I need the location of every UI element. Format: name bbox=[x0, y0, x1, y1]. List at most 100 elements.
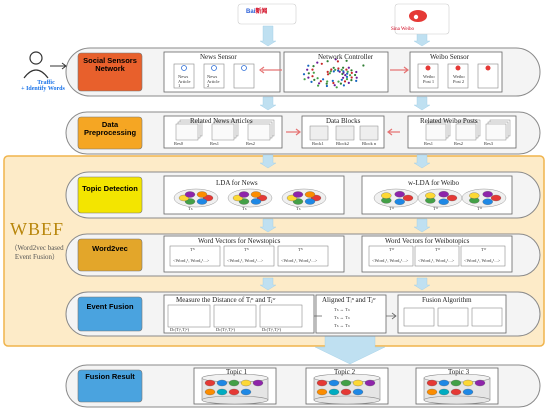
network-node-15 bbox=[326, 60, 329, 63]
network-controller-title: Network Controller bbox=[318, 53, 374, 61]
baidu-logo: Bai新闻 bbox=[246, 9, 267, 15]
weibo-eye-pupil bbox=[413, 14, 419, 20]
network-node-43 bbox=[318, 82, 321, 85]
weibo-item-1: Weibo Post 1 bbox=[423, 74, 435, 84]
network-node-18 bbox=[338, 70, 341, 73]
arrow-aligned-to-fusion bbox=[386, 312, 397, 320]
stage-label-data-preprocessing: Data Preprocessing bbox=[83, 120, 137, 137]
stage-tab-5 bbox=[77, 369, 143, 403]
news-vector-box-2 bbox=[277, 245, 329, 267]
network-node-45 bbox=[350, 79, 353, 82]
aligned-title: Aligned Tᵢⁿ and Tⱼʷ bbox=[322, 296, 376, 304]
vec-news-text-3: <Word₁¹, Word₂¹...> bbox=[281, 258, 318, 263]
weibo-item-2: Weibo Post 2 bbox=[453, 74, 465, 84]
network-node-53 bbox=[347, 81, 350, 84]
network-node-63 bbox=[355, 70, 358, 74]
dist-label-3: Dₜ(Tᵢⁿ,Tⱼʷ) bbox=[262, 327, 282, 332]
vec-weibo-text-2: <Word₁¹, Word₂¹...> bbox=[418, 258, 455, 263]
network-node-24 bbox=[345, 78, 349, 81]
news-topic-cluster-1-base bbox=[173, 188, 219, 208]
network-node-23 bbox=[334, 58, 337, 61]
network-node-9 bbox=[316, 77, 319, 80]
network-node-6 bbox=[331, 79, 334, 82]
network-node-35 bbox=[325, 82, 328, 85]
news-topic-cluster-3-node-4 bbox=[292, 191, 304, 198]
network-node-52 bbox=[337, 67, 340, 70]
network-node-54 bbox=[328, 72, 331, 75]
measure-distance-title: Measure the Distance of Tᵢⁿ and Tⱼʷ bbox=[176, 296, 276, 304]
weibo-topic-label-3: Tᵂ bbox=[477, 206, 483, 211]
weibo-doc-stack-0-0 bbox=[425, 123, 447, 141]
network-node-7 bbox=[320, 62, 323, 65]
flow-arrow-4 bbox=[259, 218, 277, 233]
baidu-text: Bai bbox=[246, 9, 256, 15]
network-node-42 bbox=[350, 71, 353, 74]
baidu-suffix: 新闻 bbox=[255, 9, 268, 15]
topic-3-cylinder-node-6 bbox=[438, 388, 450, 396]
wbef-subtitle: （Word2vec based Event Fusion） bbox=[10, 244, 64, 261]
stage-label-topic-detection: Topic Detection bbox=[82, 184, 138, 193]
weibo-topic-cluster-1-node-0 bbox=[402, 194, 414, 202]
weibo-vector-box-0 bbox=[368, 245, 414, 267]
network-node-69 bbox=[335, 86, 338, 89]
vec-news-head-3: Tᴺ bbox=[298, 247, 303, 252]
stage-tab-4 bbox=[77, 296, 143, 332]
vec-weibo-text-1: <Word₁¹, Word₂¹...> bbox=[372, 258, 409, 263]
topic-3-cylinder-node-7 bbox=[450, 388, 462, 396]
news-topic-cluster-1-node-5 bbox=[196, 191, 208, 198]
block-label-2: Block2 bbox=[336, 141, 349, 146]
arrow-controller-to-news bbox=[259, 66, 282, 74]
network-node-17 bbox=[311, 75, 314, 78]
network-node-49 bbox=[329, 70, 332, 73]
news-vector-box-1 bbox=[223, 245, 275, 267]
news-topic-cluster-2-node-4 bbox=[238, 191, 250, 198]
weibo-doc-stack-1-0 bbox=[455, 123, 477, 141]
network-node-41 bbox=[307, 64, 310, 67]
network-node-31 bbox=[337, 69, 340, 72]
stage-label-social-sensors: Social Sensors Network bbox=[83, 56, 137, 73]
topic-1-cylinder-node-0 bbox=[204, 379, 216, 387]
vec-news-text-1: <Word₁¹, Word₂¹...> bbox=[173, 258, 210, 263]
topic-1-title: Topic 1 bbox=[226, 368, 248, 376]
flow-arrow-5 bbox=[413, 218, 431, 233]
network-node-67 bbox=[326, 73, 330, 76]
network-node-27 bbox=[332, 81, 335, 85]
aligned-row-3: Tₙ ↔ Tₙ bbox=[334, 323, 350, 328]
news-topic-label-2: Tₙ bbox=[242, 206, 247, 211]
weibo-topic-cluster-3-node-3 bbox=[469, 192, 480, 199]
news-topic-cluster-1-node-4 bbox=[184, 191, 196, 198]
network-node-29 bbox=[349, 74, 352, 77]
weibo-card-0 bbox=[417, 63, 439, 89]
weibo-topic-cluster-2-node-0 bbox=[446, 194, 458, 202]
network-node-5 bbox=[362, 64, 365, 67]
network-node-10 bbox=[345, 59, 348, 62]
flow-arrow-1 bbox=[413, 96, 431, 111]
user-to-network-arrow bbox=[50, 62, 67, 70]
wbef-title: WBEF bbox=[10, 219, 65, 239]
topic-1-cylinder-node-2 bbox=[228, 379, 240, 387]
vec-news-title: Word Vectors for Newstopics bbox=[198, 237, 281, 245]
network-node-3 bbox=[342, 76, 345, 79]
vec-weibo-title: Word Vectors for Weibotopics bbox=[385, 237, 470, 245]
network-node-2 bbox=[336, 60, 339, 63]
arrow-weibo-to-blocks bbox=[387, 128, 400, 136]
topic-3-cylinder-node-2 bbox=[450, 379, 462, 387]
arrow-controller-to-weibo bbox=[390, 66, 409, 74]
topic-1-cylinder-node-8 bbox=[240, 388, 252, 396]
weibo-vector-box-1 bbox=[414, 245, 460, 267]
flow-arrow-3 bbox=[413, 154, 431, 169]
network-node-22 bbox=[319, 80, 322, 83]
fusion-box-0 bbox=[403, 307, 435, 327]
network-node-33 bbox=[306, 68, 309, 71]
lda-news-title: LDA for News bbox=[216, 179, 258, 187]
topic-1-cylinder-node-4 bbox=[252, 379, 264, 387]
inner-panel-11 bbox=[315, 294, 387, 334]
distance-box-0 bbox=[167, 304, 211, 328]
related-news-title: Related News Articles bbox=[190, 117, 253, 125]
topic-2-cylinder-node-5 bbox=[316, 388, 328, 396]
weibo-icon-1 bbox=[455, 65, 461, 71]
news-item-1: News Article 1 bbox=[178, 74, 191, 89]
weibo-card-2 bbox=[477, 63, 499, 89]
news-res-label-1: Res0 bbox=[174, 141, 183, 146]
